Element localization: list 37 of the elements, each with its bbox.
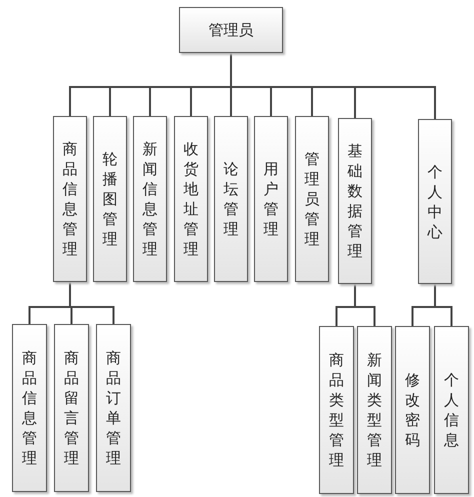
module-box (96, 324, 131, 492)
module-label: 论坛管理 (223, 159, 239, 239)
module-box (434, 326, 469, 494)
module-box (319, 326, 354, 494)
module-label: 商品信息管理 (22, 348, 38, 468)
module-label: 商品类型管理 (328, 350, 344, 470)
module-box (93, 116, 127, 282)
connector-line (230, 53, 436, 119)
module-label: 商品留言管理 (64, 348, 80, 468)
module-box (357, 326, 392, 494)
module-box (54, 324, 89, 492)
connector-line (434, 284, 452, 326)
module-box (12, 324, 47, 492)
module-box (174, 116, 208, 282)
module-box (295, 116, 329, 282)
connector-line (354, 284, 376, 326)
module-box (133, 116, 167, 282)
module-box (338, 118, 372, 284)
module-box (53, 116, 87, 282)
module-label: 修改密码 (404, 370, 420, 450)
module-label: 商品订单管理 (106, 348, 122, 468)
module-label: 新闻信息管理 (142, 139, 158, 259)
module-label: 基础数据管理 (347, 141, 363, 261)
module-label: 新闻类型管理 (366, 350, 382, 470)
module-label: 收货地址管理 (183, 139, 199, 259)
module-label: 管理员 (208, 20, 254, 40)
module-box (395, 326, 430, 494)
module-label: 用户管理 (263, 159, 279, 239)
module-label: 个人信息 (444, 370, 460, 450)
module-box (418, 119, 452, 284)
module-label: 商品信息管理 (62, 139, 78, 259)
module-box (254, 116, 288, 282)
module-label: 管理员管理 (304, 149, 320, 249)
module-box (179, 7, 283, 53)
module-box (214, 116, 248, 282)
module-label: 个人中心 (427, 162, 443, 242)
module-label: 轮播图管理 (102, 149, 118, 249)
